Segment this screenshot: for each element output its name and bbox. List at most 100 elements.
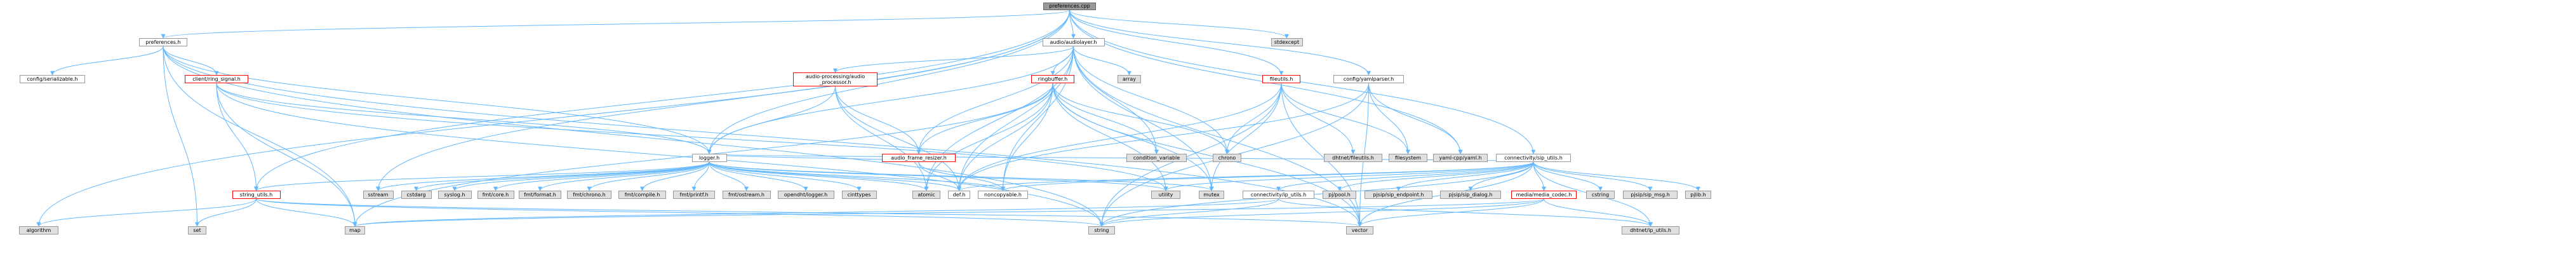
edge-logger_h-to-atomic	[709, 161, 929, 191]
edge-logger_h-to-fmt_format	[538, 161, 710, 191]
node-audio-frame-resizer-h[interactable]: audio_frame_resizer.h	[882, 154, 956, 162]
edge-audio_processing-to-audio_frame_resizer	[835, 86, 921, 154]
node-fmt-ostream-h[interactable]: fmt/ostream.h	[722, 191, 771, 199]
edge-audio_processing-to-def_h	[835, 86, 961, 191]
edge-string_utils-to-map	[256, 198, 357, 227]
edge-fileutils_h-to-dhtnet_fileutils	[1281, 83, 1356, 154]
node-pjsip-sip-endpoint-h[interactable]: pjsip/sip_endpoint.h	[1365, 191, 1432, 199]
node-syslog-h[interactable]: syslog.h	[437, 191, 472, 199]
node-cinttypes[interactable]: cinttypes	[841, 191, 877, 199]
node-map[interactable]: map	[345, 226, 365, 234]
node-opendht-logger-h[interactable]: opendht/logger.h	[777, 191, 834, 199]
node-mutex[interactable]: mutex	[1199, 191, 1224, 199]
node-utility[interactable]: utility	[1151, 191, 1180, 199]
edge-root-to-fileutils_h	[1069, 10, 1284, 76]
edge-audiolayer_h-to-chrono	[1073, 46, 1229, 154]
node-fmt-printf-h[interactable]: fmt/printf.h	[673, 191, 715, 199]
edge-string_utils-to-set	[195, 198, 257, 227]
node-logger-h[interactable]: logger.h	[691, 154, 727, 162]
node-config-yamlparser-h[interactable]: config/yamlparser.h	[1333, 75, 1404, 83]
edge-sip_utils-to-ip_utils	[1276, 161, 1534, 191]
edge-audiolayer_h-to-array	[1073, 46, 1131, 76]
edge-logger_h-to-cstdarg	[414, 161, 710, 191]
node-client-ring-signal-h[interactable]: client/ring_signal.h	[185, 75, 248, 83]
node-yaml-cpp-yaml-h[interactable]: yaml-cpp/yaml.h	[1433, 154, 1488, 162]
edge-sip_utils-to-def_h	[957, 161, 1534, 191]
edge-root-to-string_utils	[254, 10, 1070, 191]
edge-root-to-logger_h	[707, 10, 1070, 154]
node-stdexcept[interactable]: stdexcept	[1271, 38, 1303, 46]
edge-sip_utils-to-string	[1099, 161, 1534, 227]
edge-string_helper-to-string_utils	[216, 83, 258, 191]
node-array[interactable]: array	[1118, 75, 1141, 83]
node-dhtnet-fileutils-h[interactable]: dhtnet/fileutils.h	[1324, 154, 1382, 162]
edge-audiolayer_h-to-condition_variable	[1073, 46, 1159, 154]
edge-string_utils-to-algorithm	[36, 198, 257, 227]
node-fileutils-h[interactable]: fileutils.h	[1262, 75, 1300, 83]
edge-audiolayer_h-to-atomic	[924, 46, 1074, 191]
edge-logger_h-to-sstream	[376, 161, 710, 191]
edge-logger_h-to-mutex	[709, 161, 1214, 191]
node-noncopyable-h[interactable]: noncopyable.h	[978, 191, 1028, 199]
node-string-utils-h[interactable]: string_utils.h	[232, 191, 281, 199]
node-chrono[interactable]: chrono	[1213, 154, 1241, 162]
node-def-h[interactable]: def.h	[948, 191, 970, 199]
node-filesystem[interactable]: filesystem	[1389, 154, 1427, 162]
edge-ringbuffer_h-to-chrono	[1052, 83, 1229, 154]
edge-media_utils-to-dhtnet_ip_utils	[1544, 198, 1653, 227]
edge-audio_processing-to-atomic	[835, 86, 929, 191]
node-preferences-h[interactable]: preferences.h	[139, 38, 187, 46]
edge-audiolayer_h-to-logger_h	[707, 46, 1074, 154]
edge-fileutils_h-to-string	[1099, 83, 1282, 227]
node-pjlib-h[interactable]: pjlib.h	[1685, 191, 1711, 199]
node-ringbuffer-h[interactable]: ringbuffer.h	[1031, 75, 1074, 83]
node-set[interactable]: set	[188, 226, 206, 234]
edge-yamlparser_h-to-filesystem	[1368, 83, 1410, 154]
edge-string_helper-to-string	[216, 83, 1104, 227]
node-connectivity-ip-utils-h[interactable]: connectivity/ip_utils.h	[1243, 191, 1314, 199]
node-config-serializable-h[interactable]: config/serializable.h	[20, 75, 85, 83]
node-connectivity-sip-utils-h[interactable]: connectivity/sip_utils.h	[1496, 154, 1571, 162]
edge-root-to-stdexcept	[1069, 10, 1289, 39]
node-condition-variable[interactable]: condition_variable	[1126, 154, 1187, 162]
edge-root-to-yamlparser_h	[1069, 10, 1371, 76]
edge-string_helper-to-map	[216, 83, 357, 227]
edge-string_utils-to-string	[256, 198, 1104, 227]
node-preferences-cpp[interactable]: preferences.cpp	[1043, 3, 1096, 10]
node-algorithm[interactable]: algorithm	[19, 226, 58, 234]
node-dhtnet-ip-utils-h[interactable]: dhtnet/ip_utils.h	[1622, 226, 1679, 234]
edge-preferences_h-to-map	[163, 46, 357, 227]
node-vector[interactable]: vector	[1346, 226, 1373, 234]
edge-ringbuffer_h-to-audio_frame_resizer	[916, 83, 1053, 154]
edge-audiolayer_h-to-audio_processing	[833, 46, 1074, 73]
node-fmt-core-h[interactable]: fmt/core.h	[477, 191, 514, 199]
node-cstring[interactable]: cstring	[1586, 191, 1615, 199]
edge-ringbuffer_h-to-condition_variable	[1052, 83, 1159, 154]
node-fmt-chrono-h[interactable]: fmt/chrono.h	[567, 191, 611, 199]
edge-logger_h-to-fmt_compile	[640, 161, 710, 191]
node-audio-audiolayer-h[interactable]: audio/audiolayer.h	[1042, 38, 1105, 46]
edge-string_helper-to-logger_h	[216, 83, 712, 154]
edge-preferences_h-to-config_serializable	[50, 46, 164, 76]
edge-logger_h-to-syslog	[452, 161, 710, 191]
node-atomic[interactable]: atomic	[912, 191, 940, 199]
node-pj-pool-h[interactable]: pj/pool.h	[1323, 191, 1356, 199]
edge-logger_h-to-cinttypes	[709, 161, 862, 191]
node-pjsip-sip-msg-h[interactable]: pjsip/sip_msg.h	[1623, 191, 1678, 199]
edge-audiolayer_h-to-def_h	[957, 46, 1074, 191]
node-string[interactable]: string	[1088, 226, 1115, 234]
node-pjsip-sip-dialog-h[interactable]: pjsip/sip_dialog.h	[1440, 191, 1501, 199]
node-sstream[interactable]: sstream	[363, 191, 394, 199]
node-cstdarg[interactable]: cstdarg	[401, 191, 432, 199]
edge-preferences_h-to-set	[163, 46, 199, 227]
edge-logger_h-to-fmt_ostream	[709, 161, 749, 191]
node-media-media-codec-h[interactable]: media/media_codec.h	[1511, 191, 1577, 199]
node-fmt-format-h[interactable]: fmt/format.h	[519, 191, 561, 199]
edge-sip_utils-to-noncopyable	[1001, 161, 1534, 191]
node-fmt-compile-h[interactable]: fmt/compile.h	[618, 191, 666, 199]
node-audio-processing-h[interactable]: audio-processing/audio _processor.h	[793, 72, 878, 86]
edge-logger_h-to-string_utils	[254, 161, 710, 191]
edge-sip_utils-to-pjsip_endpoint	[1396, 161, 1534, 191]
